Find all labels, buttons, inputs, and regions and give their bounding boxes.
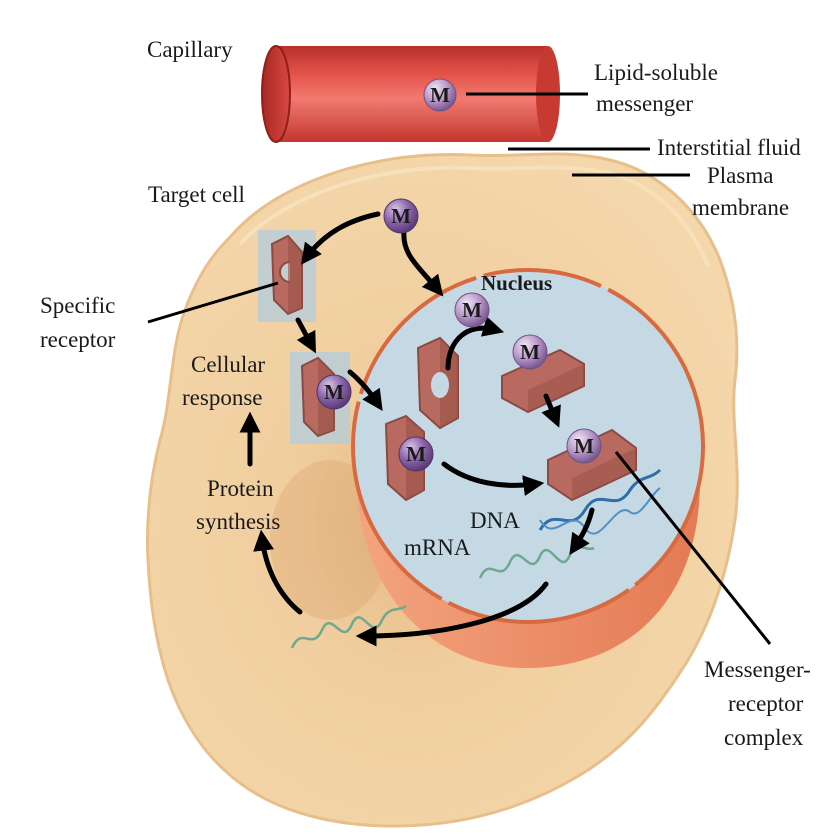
mrna-label: mRNA [404,535,471,560]
capillary-label: Capillary [147,37,233,62]
messenger-molecule-capillary: M [423,78,457,112]
lipid-soluble-messenger-label-line2: messenger [596,91,693,116]
leader-specific-receptor [147,281,279,324]
capillary-opening [261,45,291,143]
messenger-symbol: M [462,298,482,322]
protein-synthesis-label-line1: Protein [207,476,274,501]
messenger-receptor-complex-label-line3: complex [724,725,804,750]
dna-label: DNA [470,508,520,533]
messenger-symbol: M [574,434,594,458]
messenger-symbol: M [391,204,411,228]
target-cell-label: Target cell [148,182,245,207]
messenger-symbol: M [406,442,426,466]
plasma-membrane-label-line1: Plasma [707,163,773,188]
receptor-free-box [258,230,316,322]
specific-receptor-label-line2: receptor [40,327,116,352]
leader-lines [147,92,772,645]
messenger-molecule-bound-cytoplasm: M [316,374,352,410]
arrow-into-nucleus-1 [347,369,383,411]
arrow-curve-nucleus [445,316,505,371]
messenger-molecule-bound-nucleus: M [398,436,434,472]
dna-strand [538,468,662,535]
nuclear-envelope [351,268,705,624]
messenger-molecule-nucleus-entry: M [454,292,490,328]
messenger-molecule-complex: M [566,428,602,464]
arrow-receptor-c-down [541,393,561,428]
lipid-soluble-messenger-label-line1: Lipid-soluble [594,60,718,85]
messenger-symbol: M [430,83,450,107]
specific-receptor-label-line1: Specific [40,293,115,318]
arrow-to-dna [441,461,545,497]
nucleus-label: Nucleus [481,271,552,295]
arrow-receptor-down [295,317,316,354]
arrow-to-protein-synthesis [253,529,303,615]
interstitial-fluid-label: Interstitial fluid [657,135,801,160]
plasma-membrane-label-line2: membrane [692,195,789,220]
mrna-strand-cytoplasm [290,604,407,649]
leader-messenger-receptor-complex [614,451,772,645]
arrow-mrna-to-cytoplasm [355,581,549,647]
messenger-molecule-cytoplasm: M [383,198,419,234]
messenger-receptor-complex-shape [547,428,637,502]
arrow-dna-to-mrna [569,507,595,555]
protein-synthesis-label-line2: synthesis [196,509,280,534]
arrow-to-receptor [301,211,381,265]
messenger-receptor-complex-label-line1: Messenger- [704,657,811,682]
messenger-symbol: M [520,340,540,364]
arrow-to-nucleus [401,229,444,297]
plasma-membrane-edge [238,165,710,267]
flow-arrows [239,211,595,647]
cellular-response-label-line2: response [182,385,262,410]
labels: Capillary Lipid-soluble messenger Inters… [40,37,811,750]
nuclear-receptor-c [501,348,585,414]
messenger-symbol: M [324,380,344,404]
messenger-molecule-nucleus-b: M [512,334,548,370]
messenger-receptor-complex-label-line2: receptor [728,691,804,716]
nucleus [351,268,705,669]
cellular-response-label-line1: Cellular [191,352,265,377]
